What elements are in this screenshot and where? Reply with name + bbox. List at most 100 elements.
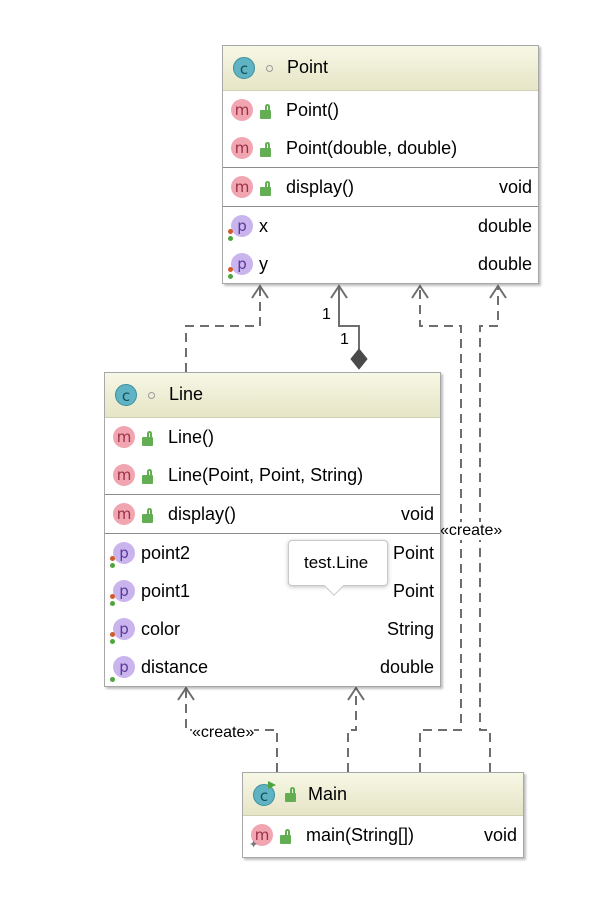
- class-name: Main: [308, 784, 348, 804]
- property-icon: p: [231, 215, 253, 237]
- method-name: main(String[]): [306, 825, 415, 845]
- field-marker-icon: [228, 229, 233, 234]
- property-type: String: [386, 619, 434, 639]
- lock-icon: [142, 469, 153, 484]
- property-name: color: [141, 619, 181, 639]
- constructors-section: m Point() m Point(double, double): [223, 91, 538, 168]
- constructor-name: Line(Point, Point, String): [168, 465, 364, 485]
- create-label-main-line: «create»: [192, 724, 255, 742]
- getter-marker-icon: [228, 274, 233, 279]
- main-creates-line-connector: [185, 688, 278, 772]
- method-row[interactable]: m ✦ main(String[]) void: [243, 816, 523, 854]
- line-realizes-point-connector: [185, 286, 261, 372]
- lock-icon: [285, 787, 296, 802]
- class-name: Point: [287, 57, 329, 77]
- static-pin-icon: ✦: [249, 839, 259, 851]
- properties-section: p x double p y double: [223, 207, 538, 283]
- method-return-type: void: [498, 177, 532, 197]
- property-name: y: [259, 254, 268, 274]
- lock-icon: [142, 431, 153, 446]
- property-name: point1: [141, 581, 191, 601]
- tooltip-text: test.Line: [304, 553, 369, 572]
- main-creates-point-arrowhead-1: [411, 284, 429, 299]
- method-icon: m: [113, 426, 135, 448]
- multiplicity-point-end: 1: [322, 306, 331, 323]
- method-icon: m: [231, 176, 253, 198]
- visibility-icon: [148, 392, 155, 399]
- multiplicity-line-end: 1: [340, 331, 349, 348]
- class-header: c Main: [243, 773, 523, 816]
- constructor-row[interactable]: m Line(Point, Point, String): [105, 456, 440, 494]
- constructor-name: Line(): [168, 427, 215, 447]
- class-main[interactable]: c Main m ✦ main(String[]) void: [242, 772, 524, 858]
- constructor-row[interactable]: m Line(): [105, 418, 440, 456]
- class-point[interactable]: c Point m Point() m Point(double, double…: [222, 45, 539, 284]
- method-row[interactable]: m display() void: [105, 495, 440, 533]
- lock-icon: [260, 181, 271, 196]
- property-icon: p: [231, 253, 253, 275]
- field-marker-icon: [110, 594, 115, 599]
- method-icon: m: [231, 137, 253, 159]
- property-row[interactable]: p point1 Point: [105, 572, 440, 610]
- property-name: distance: [141, 657, 209, 677]
- methods-section: m ✦ main(String[]) void: [243, 816, 523, 854]
- property-type: Point: [392, 581, 434, 601]
- lock-icon: [260, 142, 271, 157]
- getter-marker-icon: [110, 677, 115, 682]
- method-icon: m: [113, 503, 135, 525]
- method-name: display(): [168, 504, 237, 524]
- run-icon: [268, 781, 276, 789]
- property-row[interactable]: p color String: [105, 610, 440, 648]
- field-marker-icon: [110, 556, 115, 561]
- method-icon: m: [231, 99, 253, 121]
- line-composes-point-connector: [338, 286, 360, 349]
- constructor-row[interactable]: m Point(): [223, 91, 538, 129]
- class-header: c Point: [223, 46, 538, 91]
- property-row[interactable]: p y double: [223, 245, 538, 283]
- methods-section: m display() void: [223, 168, 538, 207]
- property-type: double: [477, 216, 532, 236]
- getter-marker-icon: [110, 639, 115, 644]
- line-composes-point-arrowhead: [330, 284, 348, 299]
- property-type: Point: [392, 543, 434, 563]
- field-marker-icon: [110, 632, 115, 637]
- getter-marker-icon: [110, 601, 115, 606]
- class-tooltip: test.Line: [288, 540, 388, 596]
- property-icon: p: [113, 542, 135, 564]
- lock-icon: [280, 829, 291, 844]
- main-uses-point-arrowhead-2: [489, 284, 507, 299]
- method-return-type: void: [400, 504, 434, 524]
- getter-marker-icon: [110, 563, 115, 568]
- property-name: point2: [141, 543, 191, 563]
- line-realizes-point-arrowhead: [251, 284, 269, 299]
- property-type: double: [379, 657, 434, 677]
- getter-marker-icon: [228, 236, 233, 241]
- property-row[interactable]: p point2 Point: [105, 534, 440, 572]
- method-return-type: void: [483, 825, 517, 845]
- class-icon: c: [253, 784, 275, 806]
- class-icon: c: [115, 384, 137, 406]
- constructor-name: Point(): [286, 100, 340, 120]
- method-name: display(): [286, 177, 355, 197]
- main-uses-point-connector: [479, 286, 499, 772]
- property-row[interactable]: p x double: [223, 207, 538, 245]
- lock-icon: [142, 508, 153, 523]
- main-creates-line-arrowhead: [177, 686, 195, 701]
- property-icon: p: [113, 656, 135, 678]
- class-header: c Line: [105, 373, 440, 418]
- class-line[interactable]: c Line m Line() m Line(Point, Point, Str…: [104, 372, 441, 687]
- method-row[interactable]: m display() void: [223, 168, 538, 206]
- visibility-icon: [266, 65, 273, 72]
- create-label-main-point: «create»: [440, 522, 503, 540]
- main-uses-line-arrowhead: [347, 686, 365, 701]
- property-row[interactable]: p distance double: [105, 648, 440, 686]
- composition-diamond: [350, 348, 368, 370]
- constructors-section: m Line() m Line(Point, Point, String): [105, 418, 440, 495]
- main-uses-line-connector: [347, 688, 357, 772]
- constructor-row[interactable]: m Point(double, double): [223, 129, 538, 167]
- lock-icon: [260, 104, 271, 119]
- method-icon: m: [251, 824, 273, 846]
- properties-section: p point2 Point p point1 Point p color St…: [105, 534, 440, 686]
- property-icon: p: [113, 618, 135, 640]
- method-icon: m: [113, 464, 135, 486]
